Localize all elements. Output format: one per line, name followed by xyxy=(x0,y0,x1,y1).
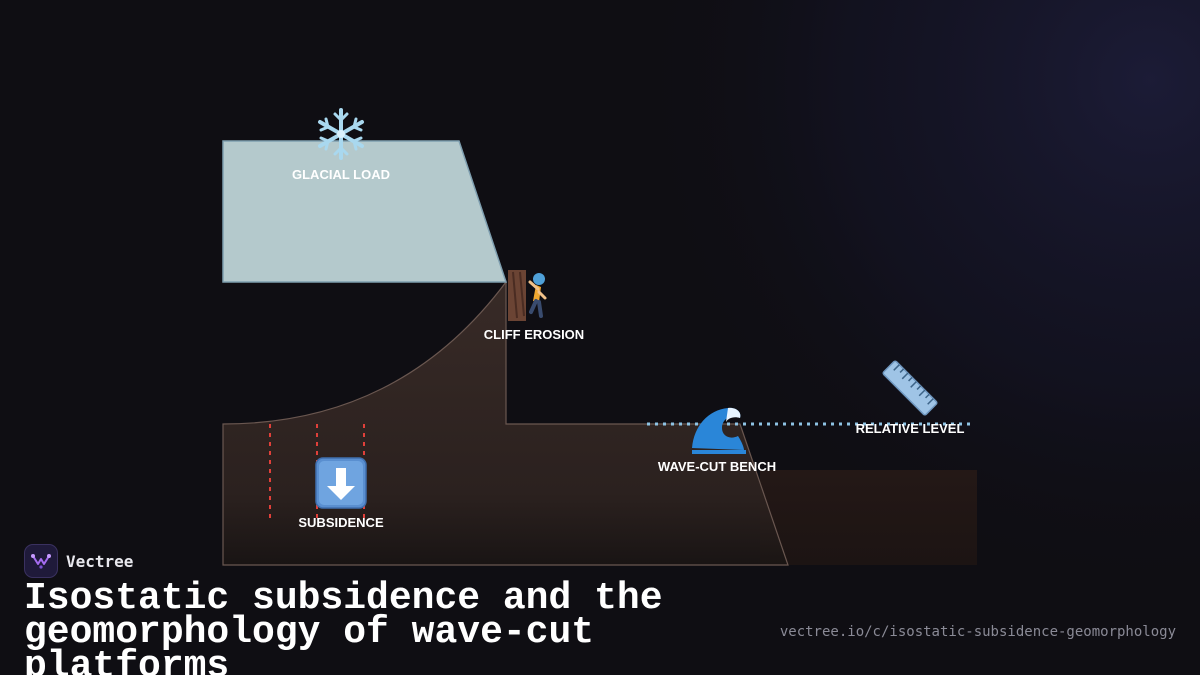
snowflake-icon xyxy=(318,108,364,160)
wave-icon xyxy=(692,407,746,454)
page-url[interactable]: vectree.io/c/isostatic-subsidence-geomor… xyxy=(779,624,1176,640)
wave-cut-bench-label: WAVE-CUT BENCH xyxy=(658,459,776,474)
ruler-icon xyxy=(882,360,938,416)
relative-level-label: RELATIVE LEVEL xyxy=(856,421,965,436)
down-arrow-icon xyxy=(315,457,367,509)
glacial-load-label: GLACIAL LOAD xyxy=(292,167,390,182)
subsidence-label: SUBSIDENCE xyxy=(298,515,384,530)
vectree-logo-icon xyxy=(24,544,58,578)
brand: Vectree xyxy=(24,544,133,578)
seabed-block xyxy=(760,470,977,565)
ice-sheet xyxy=(222,140,508,283)
page-title: Isostatic subsidence and the geomorpholo… xyxy=(24,577,663,675)
cliff-erosion-label: CLIFF EROSION xyxy=(484,327,584,342)
climber-icon xyxy=(508,270,547,321)
brand-name: Vectree xyxy=(66,551,134,571)
